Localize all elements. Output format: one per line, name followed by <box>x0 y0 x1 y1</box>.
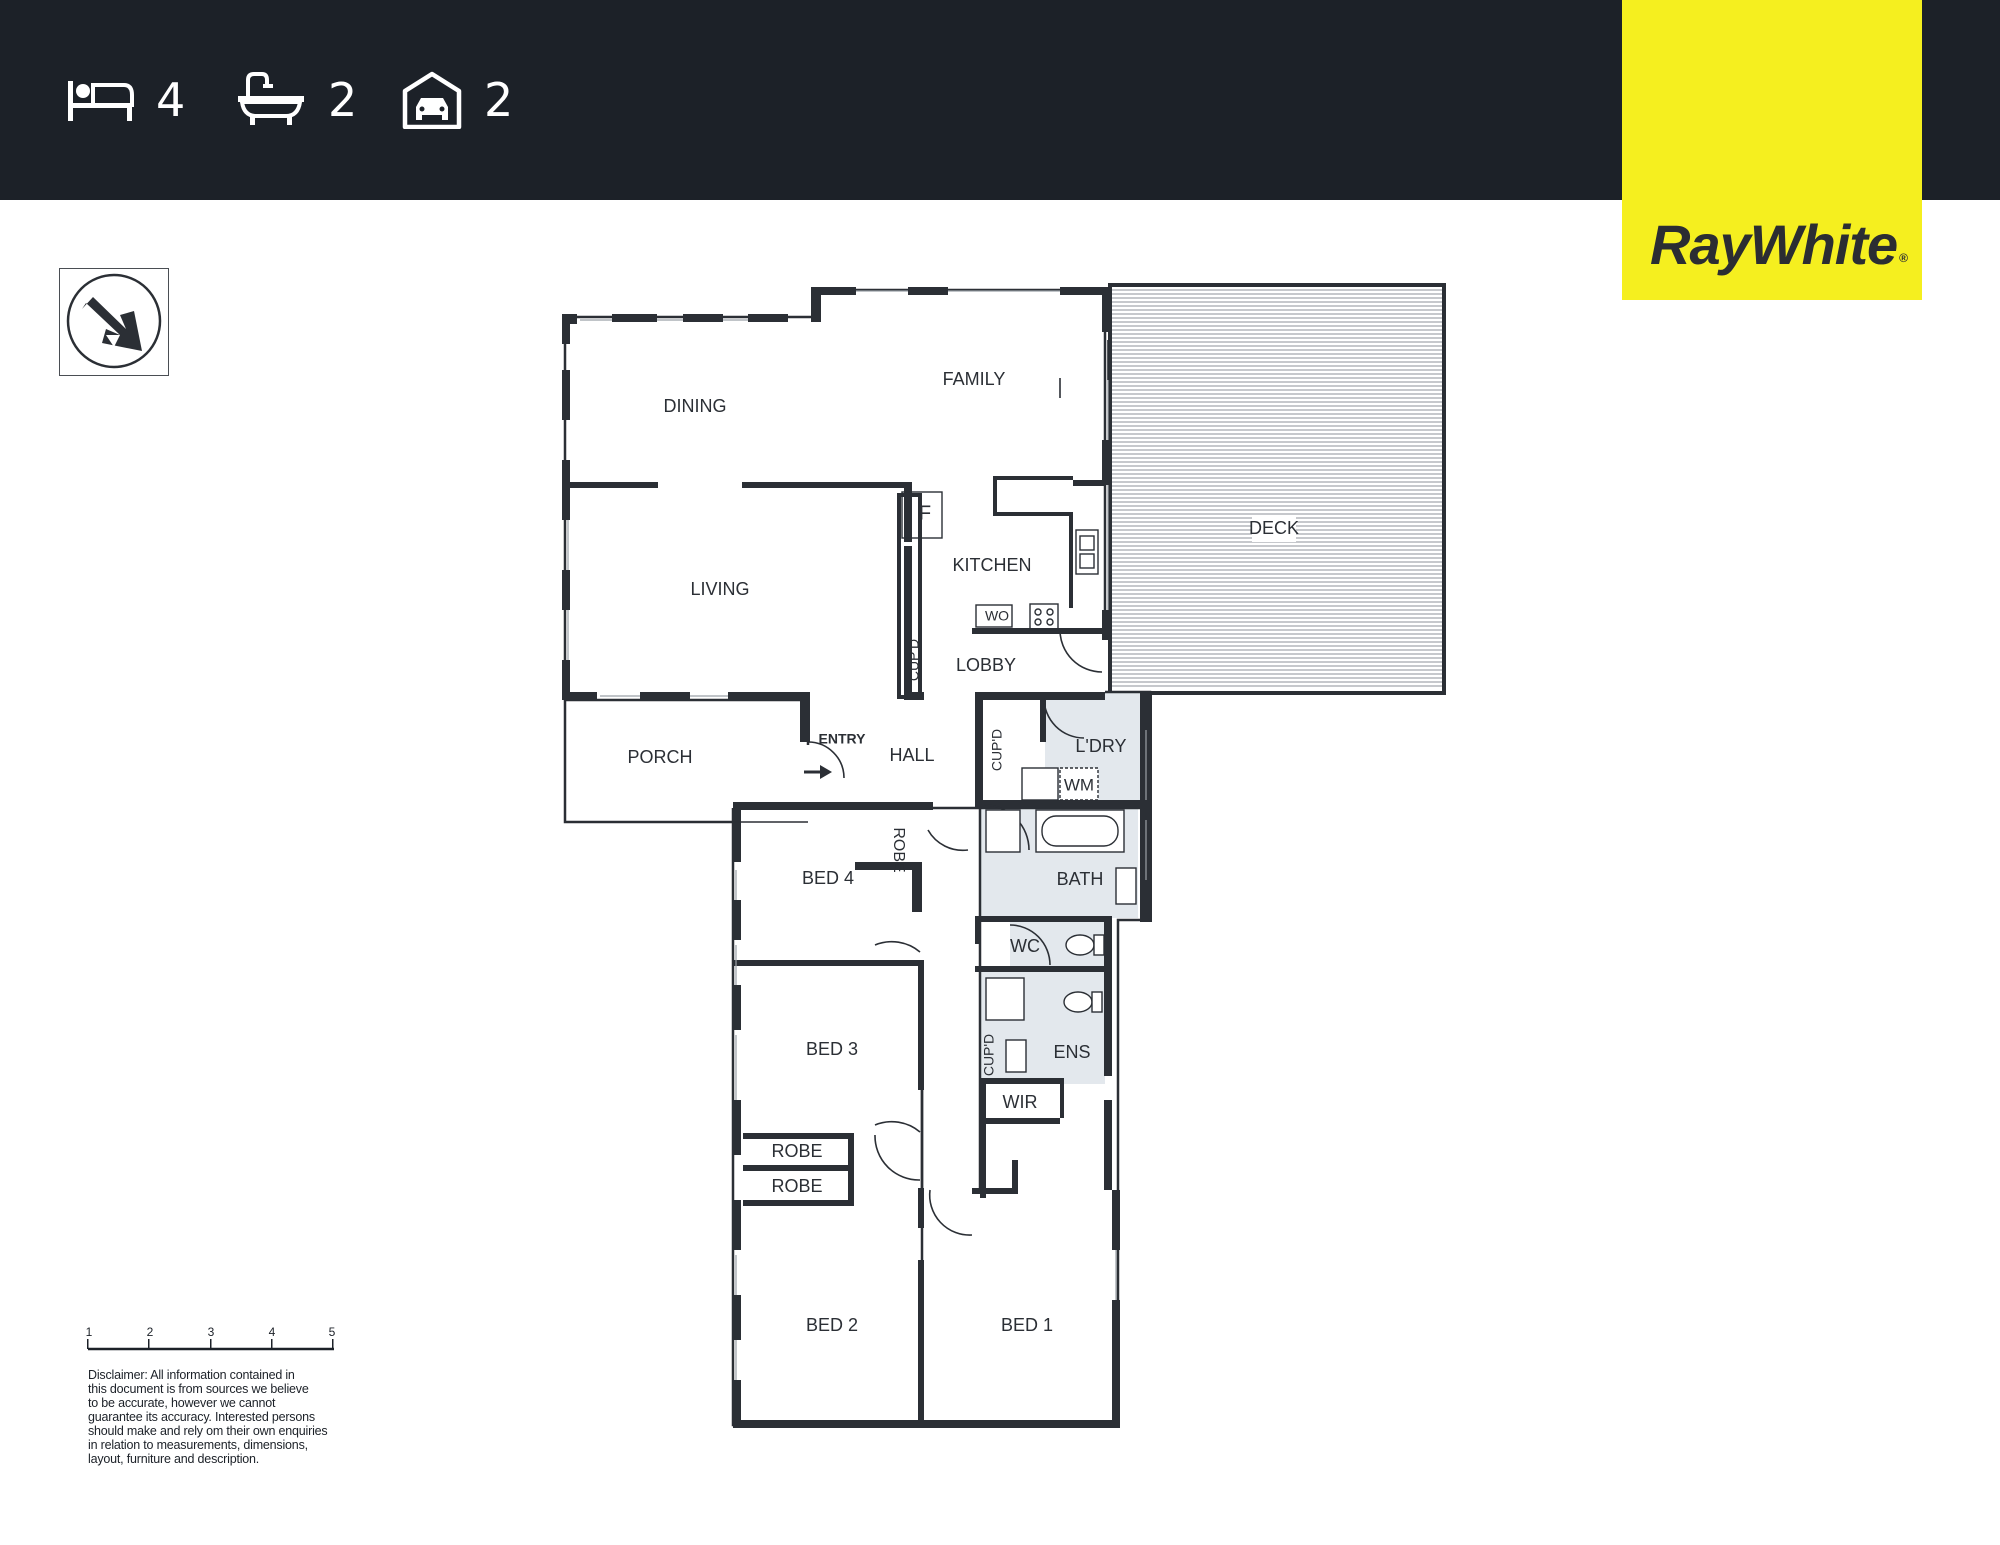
registered-mark: ® <box>1899 251 1908 265</box>
bathroom-fixtures <box>985 767 1137 1073</box>
garage-car-icon <box>402 71 462 129</box>
windows <box>567 290 1147 1380</box>
disclaimer-line: guarantee its accuracy. Interested perso… <box>88 1410 315 1424</box>
compass-box <box>59 268 169 376</box>
label-ens: ENS <box>1053 1042 1090 1062</box>
scale-ticks <box>87 1339 334 1349</box>
label-wall-oven: WO <box>985 608 1009 624</box>
deck-label-background <box>1252 516 1296 542</box>
label-lobby: LOBBY <box>956 655 1016 675</box>
scale-tick-1: 1 <box>86 1325 93 1339</box>
porch-outline <box>564 700 808 823</box>
label-dining: DINING <box>664 396 727 416</box>
bed-icon <box>68 81 134 121</box>
brand-logo: RayWhite® <box>1650 212 1908 277</box>
label-cupd-ens: CUP'D <box>981 1034 997 1076</box>
garage-count: 2 <box>484 73 514 127</box>
disclaimer-line: should make and rely om their own enquir… <box>88 1424 328 1438</box>
disclaimer: Disclaimer: All information contained in… <box>88 1368 348 1466</box>
brand-name: RayWhite <box>1650 213 1898 276</box>
label-robe-1: ROBE <box>771 1141 822 1161</box>
label-fridge: F <box>919 502 931 524</box>
label-washing-machine: WM <box>1064 775 1094 794</box>
label-laundry: L'DRY <box>1075 736 1126 756</box>
bathtub-icon <box>238 72 304 125</box>
scale-tick-4: 4 <box>269 1325 276 1339</box>
scale-tick-2: 2 <box>147 1325 154 1339</box>
label-wir: WIR <box>1003 1092 1038 1112</box>
north-arrow-icon <box>66 273 162 369</box>
deck-boards <box>1112 289 1442 687</box>
disclaimer-line: this document is from sources we believe <box>88 1382 309 1396</box>
disclaimer-line: in relation to measurements, dimensions, <box>88 1438 308 1452</box>
brand-box <box>1622 0 1922 300</box>
disclaimer-line: layout, furniture and description. <box>88 1452 260 1466</box>
scale-bar: 1 2 3 4 5 <box>86 1325 336 1351</box>
label-porch: PORCH <box>627 747 692 767</box>
label-entry: ENTRY <box>819 731 867 747</box>
scale-tick-3: 3 <box>208 1325 215 1339</box>
bathroom-count: 2 <box>328 73 358 127</box>
scale-tick-5: 5 <box>329 1325 336 1339</box>
label-family: FAMILY <box>943 369 1006 389</box>
label-cupd-hall: CUP'D <box>989 729 1005 771</box>
label-hall: HALL <box>889 745 934 765</box>
bathrooms-feature: 2 <box>236 70 357 130</box>
label-bed3: BED 3 <box>806 1039 858 1059</box>
label-deck: DECK <box>1249 518 1299 538</box>
label-bed1: BED 1 <box>1001 1315 1053 1335</box>
bedroom-count: 4 <box>156 73 186 127</box>
kitchen-fixtures <box>901 491 1099 631</box>
disclaimer-line: Disclaimer: All information contained in <box>88 1368 295 1382</box>
label-bed2: BED 2 <box>806 1315 858 1335</box>
label-living: LIVING <box>690 579 749 599</box>
thick-walls <box>562 287 1152 1428</box>
garage-feature: 2 <box>402 70 513 130</box>
label-cupd-lobby: CUP'D <box>906 639 922 681</box>
entry-arrow <box>804 765 832 779</box>
label-robe-2: ROBE <box>771 1176 822 1196</box>
label-bed4: BED 4 <box>802 868 854 888</box>
disclaimer-line: to be accurate, however we cannot <box>88 1396 276 1410</box>
label-kitchen: KITCHEN <box>952 555 1031 575</box>
label-bath: BATH <box>1057 869 1104 889</box>
bedrooms-feature: 4 <box>66 70 185 130</box>
deck-area <box>1108 283 1446 695</box>
room-labels: DINING FAMILY LIVING KITCHEN F WO DECK L… <box>627 369 1299 1335</box>
label-wc: WC <box>1010 936 1040 956</box>
label-robe-bed4: ROBE <box>890 827 907 872</box>
